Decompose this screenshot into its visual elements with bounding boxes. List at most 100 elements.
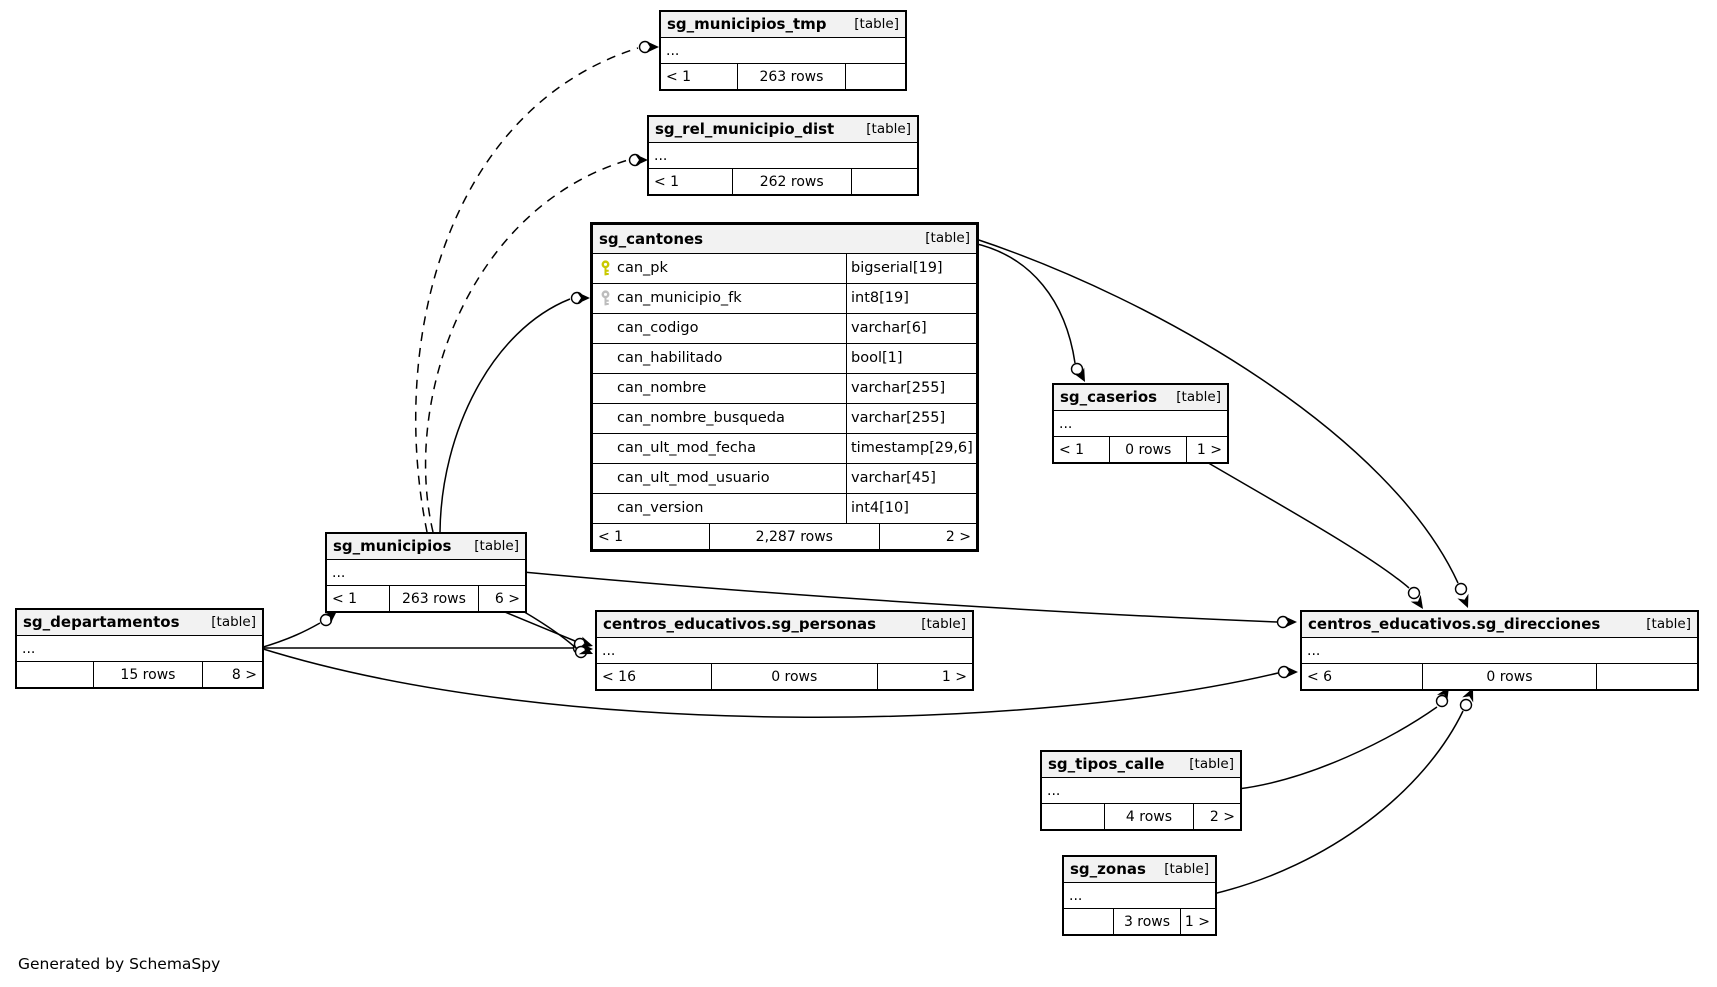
rows-count: 0 rows [710,664,877,689]
rows-count: 0 rows [1421,664,1597,689]
table-type-tag: [table] [921,615,966,632]
collapsed-columns-indicator: ... [661,38,905,63]
table-sg-municipios[interactable]: sg_municipios [table] ... < 1 263 rows 6… [325,532,527,613]
column-name: can_habilitado [617,350,723,367]
parents-count: < 1 [654,173,680,190]
table-name: centros_educativos.sg_direcciones [1308,615,1601,633]
column-row: can_codigo varchar[6] [593,313,976,343]
children-count: 6 > [477,586,525,611]
table-sg-tipos-calle[interactable]: sg_tipos_calle [table] ... 4 rows 2 > [1040,750,1242,831]
table-header[interactable]: sg_tipos_calle [table] [1042,752,1240,778]
table-name: sg_municipios_tmp [667,15,827,33]
parents-count [1064,909,1113,934]
column-row: can_municipio_fk int8[19] [593,283,976,313]
table-header[interactable]: sg_municipios [table] [327,534,525,560]
generator-note: Generated by SchemaSpy [18,955,221,973]
column-name: can_nombre_busqueda [617,410,785,427]
table-name: sg_rel_municipio_dist [655,120,835,138]
table-sg-zonas[interactable]: sg_zonas [table] ... 3 rows 1 > [1062,855,1217,936]
table-sg-municipios-tmp[interactable]: sg_municipios_tmp [table] ... < 1 263 ro… [659,10,907,91]
table-header[interactable]: sg_municipios_tmp [table] [661,12,905,38]
table-header[interactable]: sg_zonas [table] [1064,857,1215,883]
table-header[interactable]: sg_rel_municipio_dist [table] [649,117,917,143]
table-name: sg_zonas [1070,860,1146,878]
relationship-municipios-direcciones [522,571,1297,629]
table-sg-departamentos[interactable]: sg_departamentos [table] ... 15 rows 8 > [15,608,264,689]
table-footer: < 1 263 rows 6 > [327,585,525,611]
parents-count [1042,804,1104,829]
table-header[interactable]: centros_educativos.sg_personas [table] [597,612,972,638]
column-type: varchar[45] [851,470,936,487]
rows-count: 3 rows [1112,909,1180,934]
relationship-municipios-personas-1 [499,609,593,651]
children-count [845,64,905,89]
column-name: can_nombre [617,380,707,397]
table-name: sg_municipios [333,537,452,555]
column-name: can_version [617,500,704,517]
parents-count: < 1 [666,68,692,85]
table-type-tag: [table] [854,15,899,32]
rows-count: 2,287 rows [709,524,879,549]
foreign-key-icon [598,290,612,307]
column-type: bigserial[19] [851,260,943,277]
table-header[interactable]: sg_cantones [table] [593,225,976,254]
table-name: sg_departamentos [23,613,180,631]
parents-count: < 16 [602,668,636,685]
rows-count: 262 rows [731,169,851,194]
table-footer: 4 rows 2 > [1042,803,1240,829]
table-header[interactable]: centros_educativos.sg_direcciones [table… [1302,612,1697,638]
column-type: int4[10] [851,500,909,517]
relationship-municipios-cantones [439,291,590,533]
table-name: sg_caserios [1060,388,1158,406]
children-count: 1 > [876,664,972,689]
rows-count: 0 rows [1109,437,1186,462]
column-row: can_ult_mod_usuario varchar[45] [593,463,976,493]
table-type-tag: [table] [866,120,911,137]
table-footer: < 6 0 rows [1302,663,1697,689]
children-count [1596,664,1697,689]
children-count: 2 > [1192,804,1240,829]
parents-count: < 1 [598,528,624,545]
primary-key-icon [598,260,612,277]
column-row: can_habilitado bool[1] [593,343,976,373]
relationship-municipios-tmp [414,40,659,533]
table-type-tag: [table] [1164,860,1209,877]
table-type-tag: [table] [474,537,519,554]
table-name: centros_educativos.sg_personas [603,615,877,633]
rows-count: 263 rows [736,64,845,89]
relationship-departamentos-personas [260,641,593,655]
table-centros-educativos-sg-personas[interactable]: centros_educativos.sg_personas [table] .… [595,610,974,691]
table-footer: < 16 0 rows 1 > [597,663,972,689]
collapsed-columns-indicator: ... [1042,778,1240,803]
children-count [850,169,917,194]
table-sg-cantones[interactable]: sg_cantones [table] can_pk bigserial[19]… [590,222,979,552]
collapsed-columns-indicator: ... [17,636,262,661]
table-centros-educativos-sg-direcciones[interactable]: centros_educativos.sg_direcciones [table… [1300,610,1699,691]
table-sg-caserios[interactable]: sg_caserios [table] ... < 1 0 rows 1 > [1052,383,1229,464]
children-count: 1 > [1186,437,1227,462]
relationship-cantones-direcciones [972,237,1469,608]
column-type: bool[1] [851,350,903,367]
column-type: varchar[255] [851,410,946,427]
table-header[interactable]: sg_caserios [table] [1054,385,1227,411]
parents-count: < 1 [332,590,358,607]
table-name: sg_tipos_calle [1048,755,1165,773]
relationship-departamentos-municipios [259,611,337,649]
table-footer: < 1 262 rows [649,168,917,194]
table-footer: < 1 0 rows 1 > [1054,436,1227,462]
children-count: 8 > [201,662,262,687]
table-sg-rel-municipio-dist[interactable]: sg_rel_municipio_dist [table] ... < 1 26… [647,115,919,196]
rows-count: 263 rows [389,586,477,611]
table-type-tag: [table] [1189,755,1234,772]
parents-count: < 6 [1307,668,1333,685]
collapsed-columns-indicator: ... [1302,638,1697,663]
parents-count [17,662,93,687]
table-type-tag: [table] [1646,615,1691,632]
children-count: 2 > [878,524,976,549]
table-header[interactable]: sg_departamentos [table] [17,610,262,636]
table-footer: < 1 2,287 rows 2 > [593,523,976,549]
relationship-cantones-caserios [972,242,1085,382]
column-row: can_version int4[10] [593,493,976,523]
